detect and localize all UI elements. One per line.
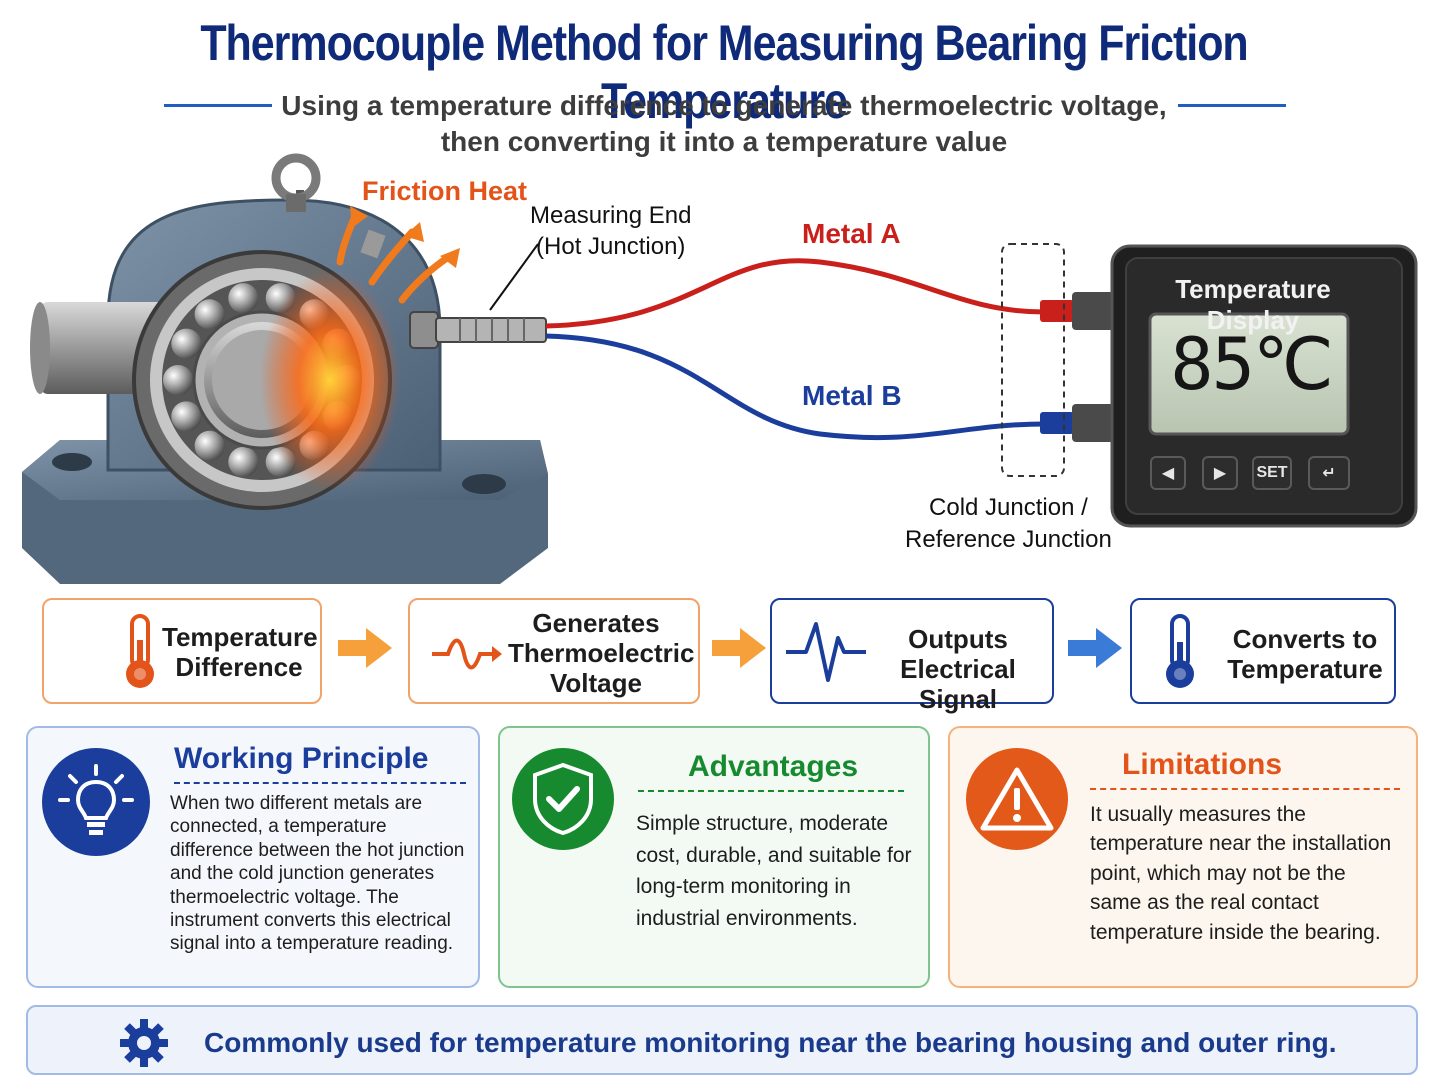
advantages-heading: Advantages bbox=[688, 750, 859, 783]
enter-icon: ↵ bbox=[1322, 465, 1336, 482]
step-1-line-2: Difference bbox=[175, 652, 303, 682]
subtitle-line-2: then converting it into a temperature va… bbox=[440, 126, 1008, 157]
set-key[interactable]: SET bbox=[1252, 456, 1292, 490]
warning-badge bbox=[966, 748, 1068, 850]
step-4-line-2: Temperature bbox=[1227, 654, 1383, 684]
step-3-line-1: Outputs bbox=[908, 624, 1008, 654]
bearing-ball bbox=[228, 283, 259, 314]
left-arrow-icon: ◀ bbox=[1161, 465, 1175, 482]
limitations-rule bbox=[1090, 788, 1400, 790]
cold-junction-line-1: Cold Junction / bbox=[929, 494, 1088, 521]
cold-junction-box bbox=[1001, 243, 1065, 477]
metal-b-wire bbox=[545, 333, 1045, 441]
step-electrical-signal: Outputs Electrical Signal bbox=[770, 598, 1054, 714]
bearing-ball bbox=[163, 365, 193, 395]
measuring-end-label: Measuring End (Hot Junction) bbox=[530, 200, 691, 262]
subtitle-rule-right bbox=[1178, 104, 1286, 107]
step-2-text: Generates Thermoelectric Voltage bbox=[508, 608, 695, 698]
bearing-ball bbox=[171, 401, 202, 432]
step-2-line-2: Thermoelectric bbox=[508, 638, 695, 668]
working-principle-body: When two different metals are connected,… bbox=[170, 793, 465, 955]
limitations-card: Limitations It usually measures the temp… bbox=[948, 726, 1418, 988]
friction-hot-zone bbox=[260, 270, 400, 490]
bearing-ball bbox=[194, 430, 225, 461]
bearing-ball bbox=[228, 446, 259, 477]
bearing-ball bbox=[194, 299, 225, 330]
page-title: Thermocouple Method for Measuring Bearin… bbox=[200, 15, 1248, 129]
ball-bearing bbox=[132, 250, 400, 510]
metal-b-label: Metal B bbox=[802, 380, 902, 411]
step-3-text: Outputs Electrical Signal bbox=[868, 624, 1048, 714]
step-1-text: Temperature Difference bbox=[162, 622, 318, 682]
enter-key[interactable]: ↵ bbox=[1308, 456, 1350, 490]
display-reading: 85℃ bbox=[1170, 322, 1334, 406]
arrow-right-icon bbox=[712, 628, 766, 668]
step-2-line-3: Voltage bbox=[550, 668, 642, 698]
thermometer-icon bbox=[1166, 614, 1194, 688]
voltage-wave-icon bbox=[432, 638, 502, 670]
limitations-body: It usually measures the temperature near… bbox=[1090, 803, 1392, 944]
step-4-text: Converts to Temperature bbox=[1220, 624, 1390, 684]
display-title: Temperature Display bbox=[1175, 274, 1331, 335]
subtitle: Using a temperature difference to genera… bbox=[250, 88, 1198, 160]
working-principle-rule bbox=[174, 782, 466, 784]
lightbulb-badge bbox=[42, 748, 150, 856]
lightbulb-icon bbox=[58, 764, 134, 835]
right-arrow-icon: ▶ bbox=[1213, 465, 1227, 482]
shield-check-icon bbox=[533, 762, 593, 836]
metal-a-wire bbox=[545, 258, 1045, 329]
working-principle-heading: Working Principle bbox=[174, 742, 429, 775]
cold-junction-label: Cold Junction / Reference Junction bbox=[905, 492, 1112, 556]
step-4-line-1: Converts to bbox=[1232, 624, 1378, 654]
advantages-body: Simple structure, moderate cost, durable… bbox=[636, 812, 912, 930]
step-thermoelectric-voltage: Generates Thermoelectric Voltage bbox=[408, 598, 700, 704]
advantages-rule bbox=[638, 790, 904, 792]
measuring-end-line-2: (Hot Junction) bbox=[536, 233, 686, 260]
step-2-line-1: Generates bbox=[532, 608, 660, 638]
bearing-ball bbox=[171, 328, 202, 359]
right-arrow-key[interactable]: ▶ bbox=[1202, 456, 1238, 490]
step-3-line-2: Electrical Signal bbox=[900, 654, 1016, 714]
friction-heat-label: Friction Heat bbox=[362, 176, 528, 206]
thermocouple-illustration bbox=[22, 153, 1418, 584]
cold-junction-line-2: Reference Junction bbox=[905, 526, 1112, 553]
warning-icon bbox=[980, 767, 1054, 831]
arrow-right-icon bbox=[1068, 628, 1122, 668]
step-1-line-1: Temperature bbox=[162, 622, 318, 652]
step-converts-temperature: Converts to Temperature bbox=[1130, 598, 1396, 704]
metal-a-label: Metal A bbox=[802, 218, 901, 249]
shield-badge bbox=[512, 748, 614, 850]
subtitle-rule-left bbox=[164, 104, 272, 107]
footer-banner: Commonly used for temperature monitoring… bbox=[26, 1005, 1418, 1075]
gear-icon bbox=[120, 1019, 168, 1067]
footer-text: Commonly used for temperature monitoring… bbox=[204, 1027, 1337, 1058]
advantages-card: Advantages Simple structure, moderate co… bbox=[498, 726, 930, 988]
arrow-right-icon bbox=[338, 628, 392, 668]
step-temperature-difference: Temperature Difference bbox=[42, 598, 322, 704]
signal-pulse-icon bbox=[786, 622, 866, 682]
working-principle-card: Working Principle When two different met… bbox=[26, 726, 480, 988]
thermocouple-probe bbox=[409, 243, 547, 349]
measuring-end-line-1: Measuring End bbox=[530, 202, 692, 229]
thermometer-icon bbox=[126, 614, 154, 688]
left-arrow-key[interactable]: ◀ bbox=[1150, 456, 1186, 490]
limitations-heading: Limitations bbox=[1122, 748, 1283, 781]
subtitle-line-1: Using a temperature difference to genera… bbox=[281, 90, 1167, 121]
